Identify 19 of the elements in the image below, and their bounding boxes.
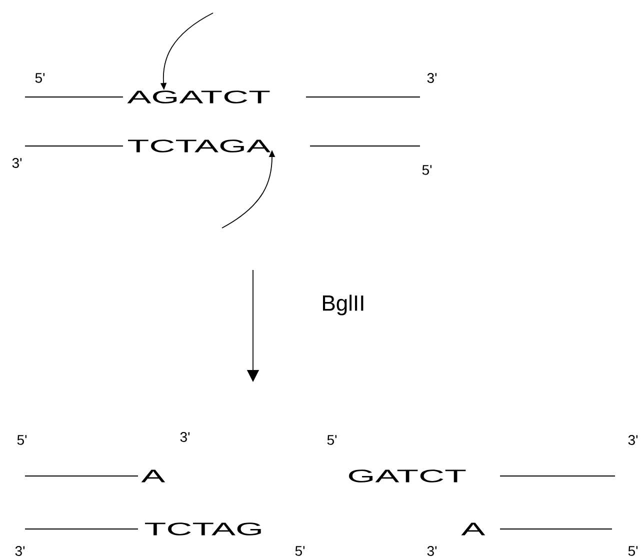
base-sequence: TCTAG [145,522,261,536]
end-label: 5' [327,435,337,445]
end-label: 3' [12,158,22,168]
enzyme-label: BglII [323,294,364,316]
end-label: 5' [17,435,27,445]
base-sequence: TCTAGA [128,140,270,152]
base-sequence: A [141,470,166,482]
end-label: 3' [427,73,437,83]
base-sequence: AGATCT [127,90,270,104]
base-sequence: GATCT [349,470,466,482]
end-label: 5' [628,546,638,556]
end-label: 3' [427,546,437,556]
end-label: 3' [180,432,190,442]
end-label: 5' [295,546,305,556]
end-label: 5' [35,73,45,83]
end-label: 3' [15,546,25,556]
end-label: 5' [422,165,432,175]
base-sequence: A [461,522,486,536]
end-label: 3' [628,435,638,445]
